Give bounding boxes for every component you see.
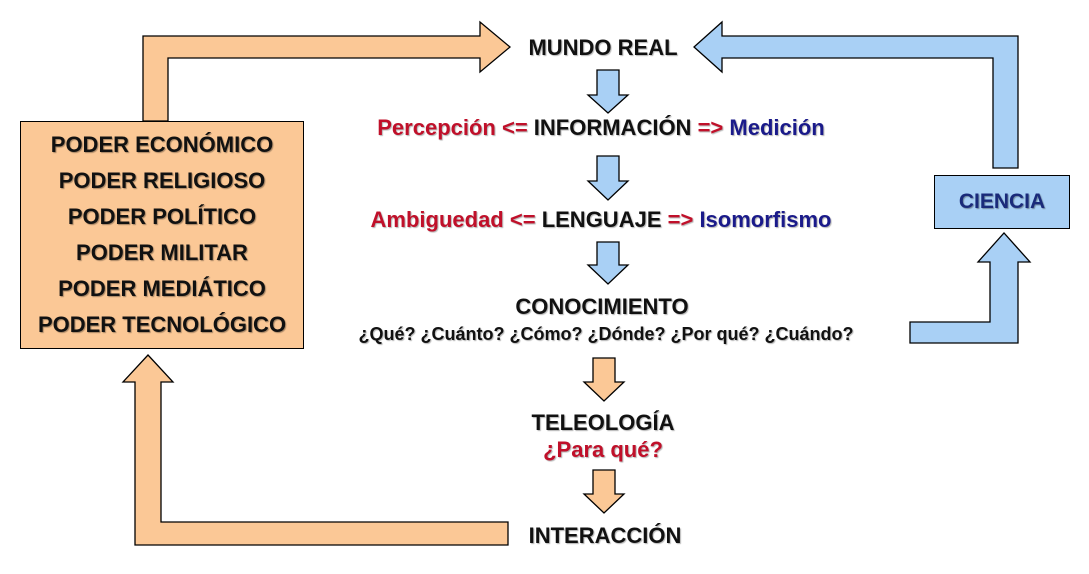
arrow-ciencia-to-mundo-real xyxy=(693,20,1019,169)
mundo-real-label: MUNDO REAL xyxy=(528,35,678,60)
arrow-down-conocimiento-to-teleologia xyxy=(582,357,626,402)
power-economico: PODER ECONÓMICO xyxy=(50,132,274,157)
conocimiento-questions: ¿Qué? ¿Cuánto? ¿Cómo? ¿Dónde? ¿Por qué? … xyxy=(358,324,854,344)
lenguaje-label: LENGUAJE xyxy=(541,207,662,232)
arrow-down-mundo-to-informacion xyxy=(586,69,630,114)
power-militar: PODER MILITAR xyxy=(76,240,248,265)
arrow-interaccion-to-powers xyxy=(121,354,509,546)
ciencia-box: CIENCIA xyxy=(934,175,1070,229)
power-religioso: PODER RELIGIOSO xyxy=(58,168,266,193)
ambiguedad-label: Ambiguedad <= xyxy=(370,207,536,232)
power-mediatico: PODER MEDIÁTICO xyxy=(58,276,266,301)
medicion-label: Medición xyxy=(729,115,825,140)
isomorfismo-label: Isomorfismo xyxy=(699,207,832,232)
conocimiento-label: CONOCIMIENTO xyxy=(515,294,689,319)
interaccion-label: INTERACCIÓN xyxy=(528,523,682,548)
power-politico: PODER POLÍTICO xyxy=(67,204,257,229)
arrow-down-lenguaje-to-conocimiento xyxy=(586,241,630,285)
para-que-label: ¿Para qué? xyxy=(543,437,663,462)
arrow-conocimiento-to-ciencia xyxy=(909,232,1032,344)
percepcion-label: Percepción <= xyxy=(377,115,528,140)
teleologia-label: TELEOLOGÍA xyxy=(531,410,675,435)
powers-box: PODER ECONÓMICO PODER RELIGIOSO PODER PO… xyxy=(20,121,304,349)
lenguaje-right-arrow: => xyxy=(667,207,694,232)
arrow-powers-to-mundo-real xyxy=(142,20,512,122)
power-tecnologico: PODER TECNOLÓGICO xyxy=(37,312,287,337)
informacion-label: INFORMACIÓN xyxy=(533,115,692,140)
informacion-right-arrow: => xyxy=(697,115,724,140)
lenguaje-row: Ambiguedad <= LENGUAJE => Isomorfismo xyxy=(371,207,832,233)
arrow-down-informacion-to-lenguaje xyxy=(586,155,630,201)
arrow-down-teleologia-to-interaccion xyxy=(582,469,626,514)
informacion-row: Percepción <= INFORMACIÓN => Medición xyxy=(377,115,825,141)
